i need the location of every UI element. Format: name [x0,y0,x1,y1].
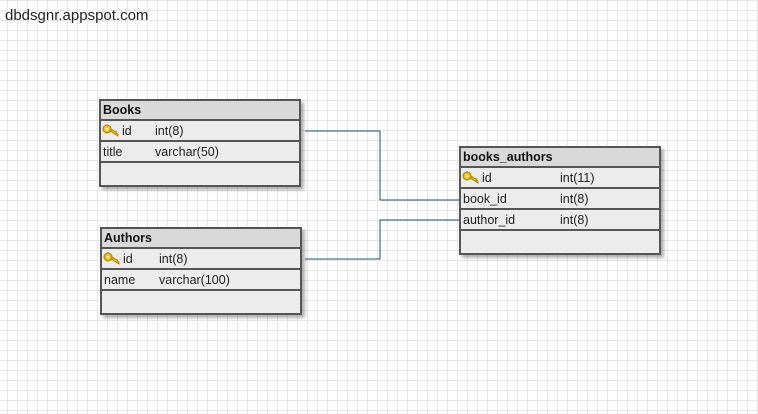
column-type: int(8) [159,252,188,266]
relation-authors-to-books-authors[interactable] [305,219,460,260]
table-books[interactable]: Books id int(8) title varchar(50) [99,99,301,187]
site-label: dbdsgnr.appspot.com [5,7,149,24]
table-title[interactable]: Authors [102,229,300,249]
table-row[interactable]: id int(8) [101,121,299,142]
table-row[interactable]: author_id int(8) [461,210,659,231]
column-name: name [104,273,136,287]
column-name: book_id [463,192,507,206]
key-icon [102,124,119,137]
key-icon [462,171,479,184]
table-row[interactable]: name varchar(100) [102,270,300,291]
column-name: id [482,171,492,185]
column-type: varchar(100) [159,273,230,287]
key-icon [103,252,120,265]
column-name: title [103,145,123,159]
table-books-authors[interactable]: books_authors id int(11) book_id int(8) … [459,146,661,255]
relation-books-to-books-authors[interactable] [305,130,460,201]
column-type: int(8) [560,213,589,227]
column-name: author_id [463,213,516,227]
table-title[interactable]: books_authors [461,148,659,168]
column-type: int(8) [560,192,589,206]
table-row[interactable]: book_id int(8) [461,189,659,210]
table-row[interactable]: title varchar(50) [101,142,299,163]
column-name: id [122,124,132,138]
table-title[interactable]: Books [101,101,299,121]
column-type: int(11) [560,171,595,185]
table-row[interactable]: id int(11) [461,168,659,189]
column-type: varchar(50) [155,145,219,159]
table-row[interactable]: id int(8) [102,249,300,270]
column-name: id [123,252,133,266]
column-type: int(8) [155,124,184,138]
table-authors[interactable]: Authors id int(8) name varchar(100) [100,227,302,315]
